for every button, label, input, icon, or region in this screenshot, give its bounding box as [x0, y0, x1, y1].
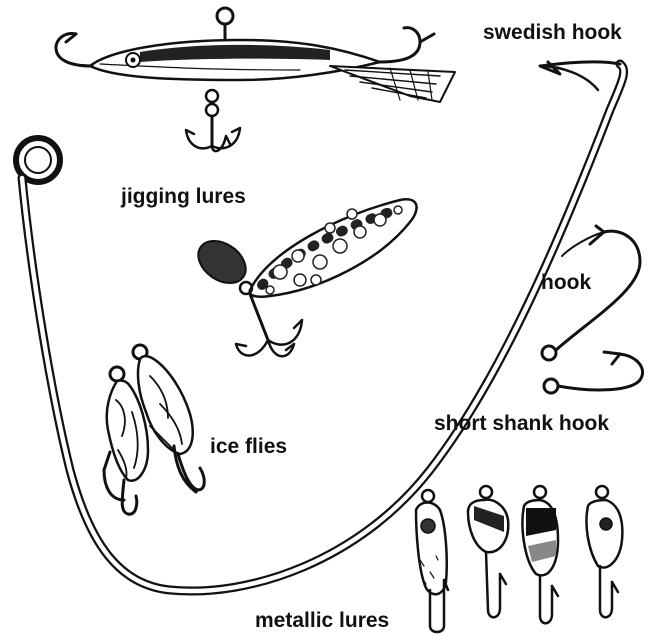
metallic-lure-icon [416, 486, 622, 632]
short-shank-hook-icon [544, 352, 643, 393]
spoon-lure-icon [190, 199, 416, 356]
ice-fly-icon [104, 345, 204, 514]
jigging-lures-label: jigging lures [121, 186, 246, 207]
metallic-lures-label: metallic lures [255, 610, 389, 631]
ice-flies-label: ice flies [210, 436, 287, 457]
jigging-lure-fish-icon [56, 8, 455, 151]
hook-label: hook [541, 272, 591, 293]
short-shank-hook-label: short shank hook [434, 413, 609, 434]
swedish-hook-label: swedish hook [483, 22, 622, 43]
